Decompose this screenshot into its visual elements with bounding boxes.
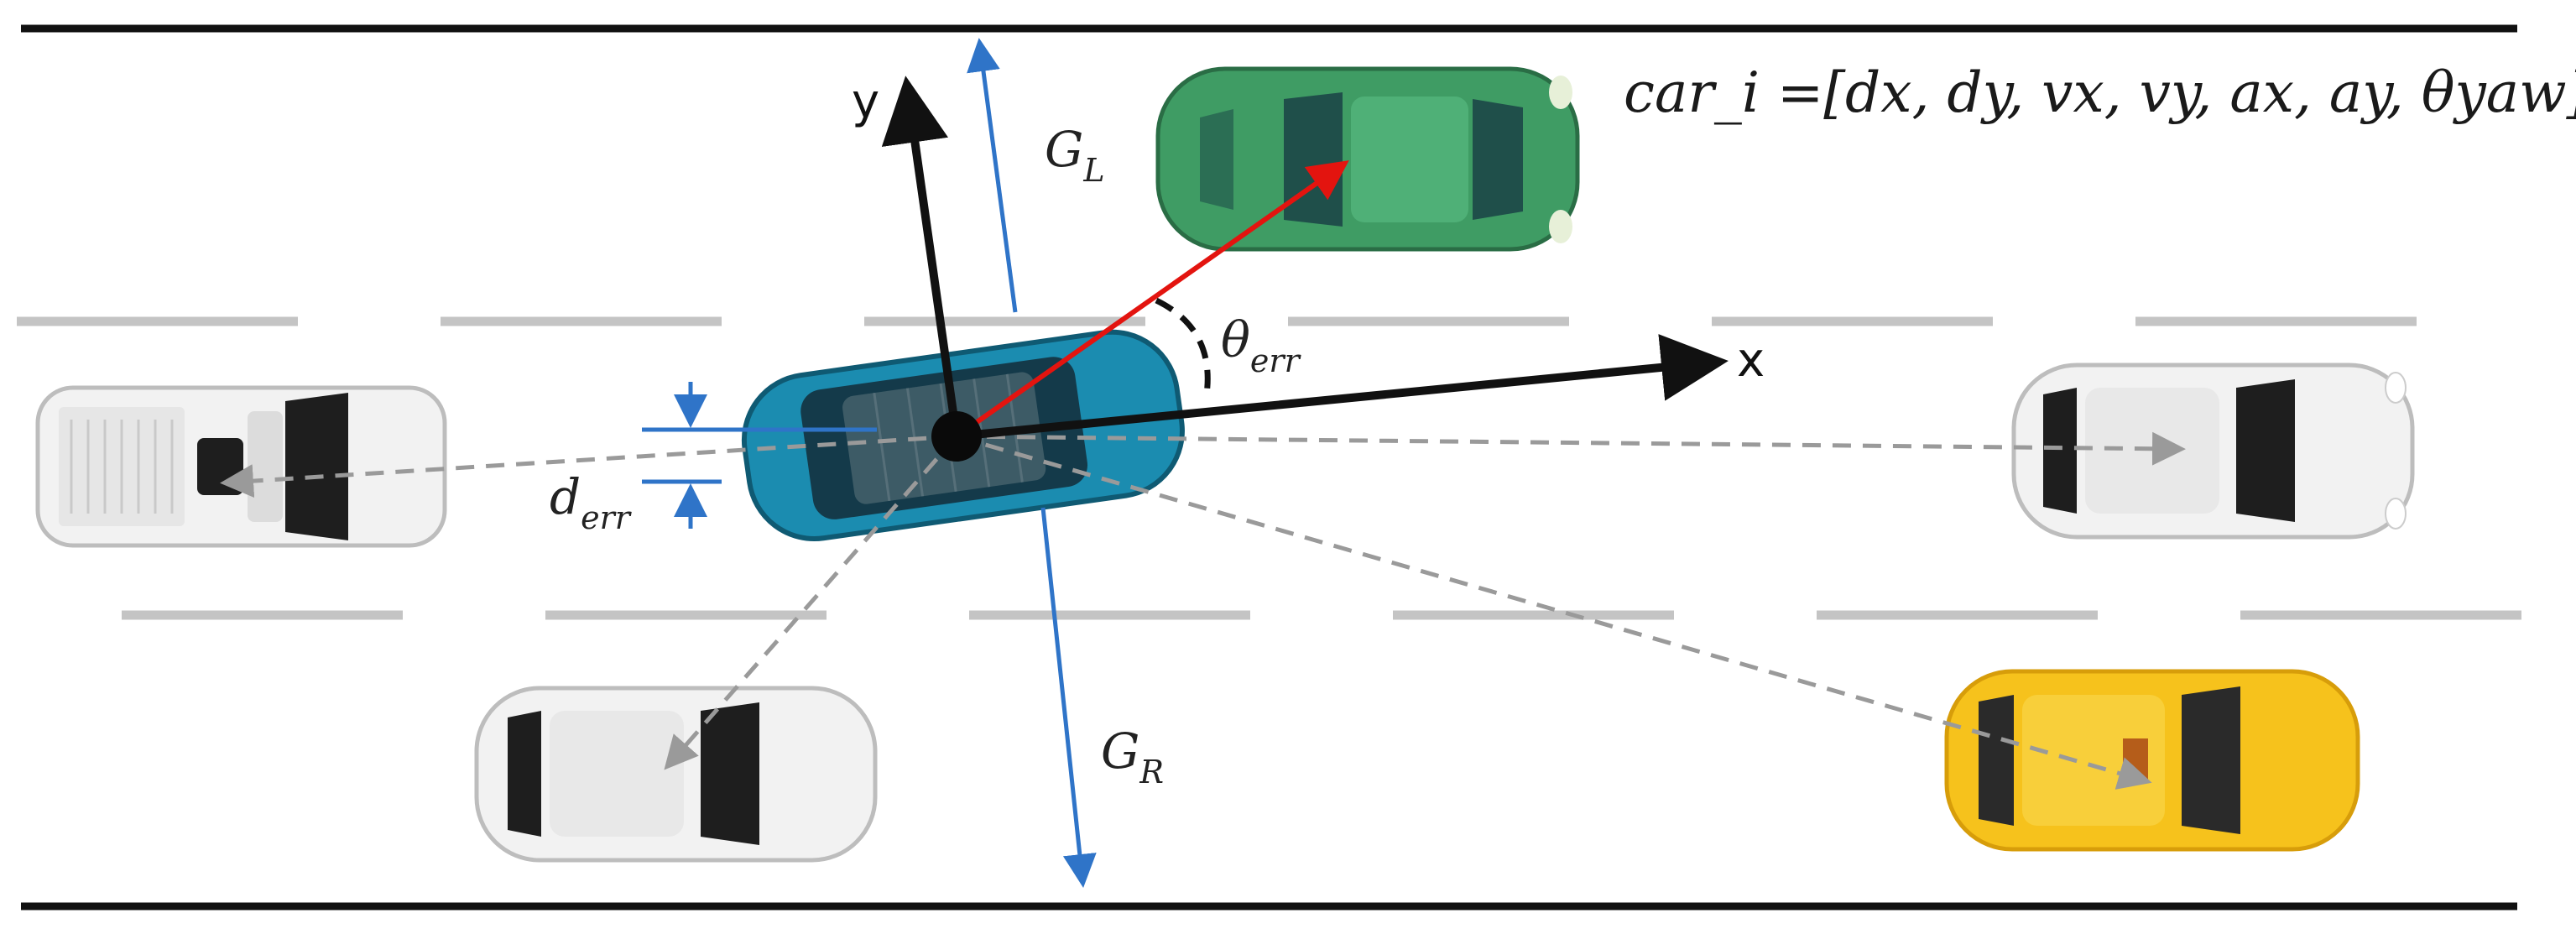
white-car-right [2011,363,2415,540]
gap-right-label: GR [1101,723,1164,791]
axis-x-label: x [1737,333,1765,388]
axis-y-label: y [852,75,879,129]
d-err-marker [642,382,877,529]
theta-err-arc [1155,297,1211,395]
neighbor-vectors [220,431,2186,790]
d-err-label: derr [550,468,633,536]
relative-position-vector [955,160,1349,439]
yellow-taxi [1944,669,2360,852]
green-car [1155,66,1580,252]
white-car-bottom [474,686,878,863]
theta-err-label: θerr [1221,311,1302,379]
white-pickup-truck [35,385,447,548]
ego-y-axis [881,76,961,437]
ego-x-axis [956,334,1729,441]
ego-origin-point [931,411,982,462]
gap-left-vector [967,38,1018,313]
state-vector-formula: car_i =[dx, dy, vx, vy, ax, ay, θyaw] [1624,60,2576,125]
gap-left-label: GL [1045,121,1105,189]
gap-right-vector [1040,507,1097,888]
